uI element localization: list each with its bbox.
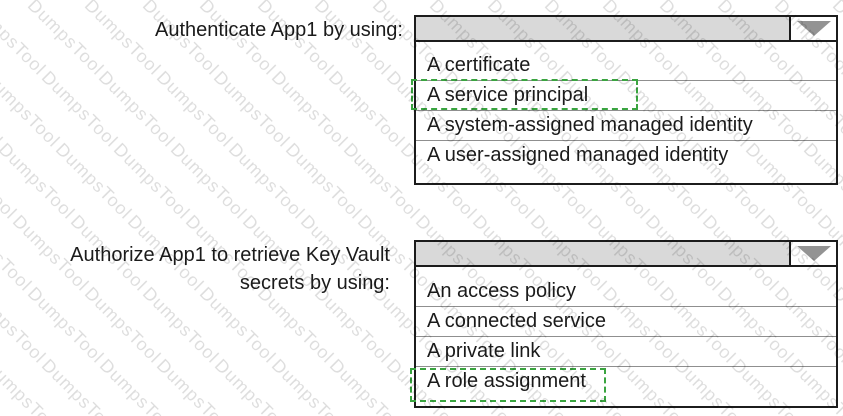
dropdown-option[interactable]: A connected service (416, 306, 836, 336)
watermark-text: DumpsTool (109, 139, 194, 224)
question-label-line: Authenticate App1 by using: (155, 19, 403, 41)
watermark-text: DumpsTool (37, 355, 123, 416)
watermark-text: DumpsTool (224, 139, 309, 224)
watermark-text: DumpsTool (0, 139, 79, 224)
dropdown-selected-value (416, 17, 789, 40)
watermark-text: DumpsTool (282, 139, 367, 224)
watermark-text: DumpsTool (37, 67, 122, 152)
correct-answer-box (410, 368, 606, 402)
watermark-text: DumpsTool (0, 355, 8, 416)
dropdown-option[interactable]: A system-assigned managed identity (416, 110, 836, 140)
watermark-text: DumpsTool (0, 139, 22, 224)
dropdown-option[interactable]: A role assignment (416, 366, 836, 396)
dropdown-option[interactable]: A private link (416, 336, 836, 366)
dropdown-header[interactable] (414, 240, 838, 267)
watermark-text: DumpsTool (210, 355, 295, 416)
watermark-text: DumpsTool (167, 139, 252, 224)
correct-answer-box (411, 79, 638, 110)
watermark-text: DumpsTool (267, 355, 353, 416)
watermark-text: DumpsTool (339, 139, 424, 224)
chevron-down-icon (796, 246, 831, 261)
watermark-text: DumpsTool (0, 67, 7, 152)
chevron-down-icon (796, 21, 831, 36)
watermark-text: DumpsTool (95, 355, 180, 416)
question-label-line: secrets by using: (239, 272, 390, 294)
question-label-line: Authorize App1 to retrieve Key Vault (70, 244, 390, 266)
dropdown-option[interactable]: A user-assigned managed identity (416, 140, 836, 170)
watermark-text: DumpsTool (95, 67, 180, 152)
watermark-text: DumpsTool (152, 67, 237, 152)
dropdown-option[interactable]: An access policy (427, 279, 576, 302)
watermark-text: DumpsTool (267, 67, 352, 152)
watermark-text: DumpsTool (0, 67, 65, 152)
dropdown-arrow-button[interactable] (789, 17, 836, 40)
watermark-text: DumpsTool (0, 355, 65, 416)
question-2-label: Authorize App1 to retrieve Key Vault secr… (0, 241, 390, 297)
watermark-text: DumpsTool (152, 355, 238, 416)
question-1-label: Authenticate App1 by using: (0, 16, 403, 44)
watermark-text: DumpsTool (210, 67, 295, 152)
watermark-text: DumpsTool (52, 139, 137, 224)
dropdown-option[interactable]: A certificate (427, 53, 531, 76)
dropdown-selected-value (416, 242, 789, 265)
dropdown-header[interactable] (414, 15, 838, 42)
watermark-text: DumpsTool (325, 355, 410, 416)
dropdown-arrow-button[interactable] (789, 242, 836, 265)
watermark-text: DumpsTool (325, 67, 410, 152)
